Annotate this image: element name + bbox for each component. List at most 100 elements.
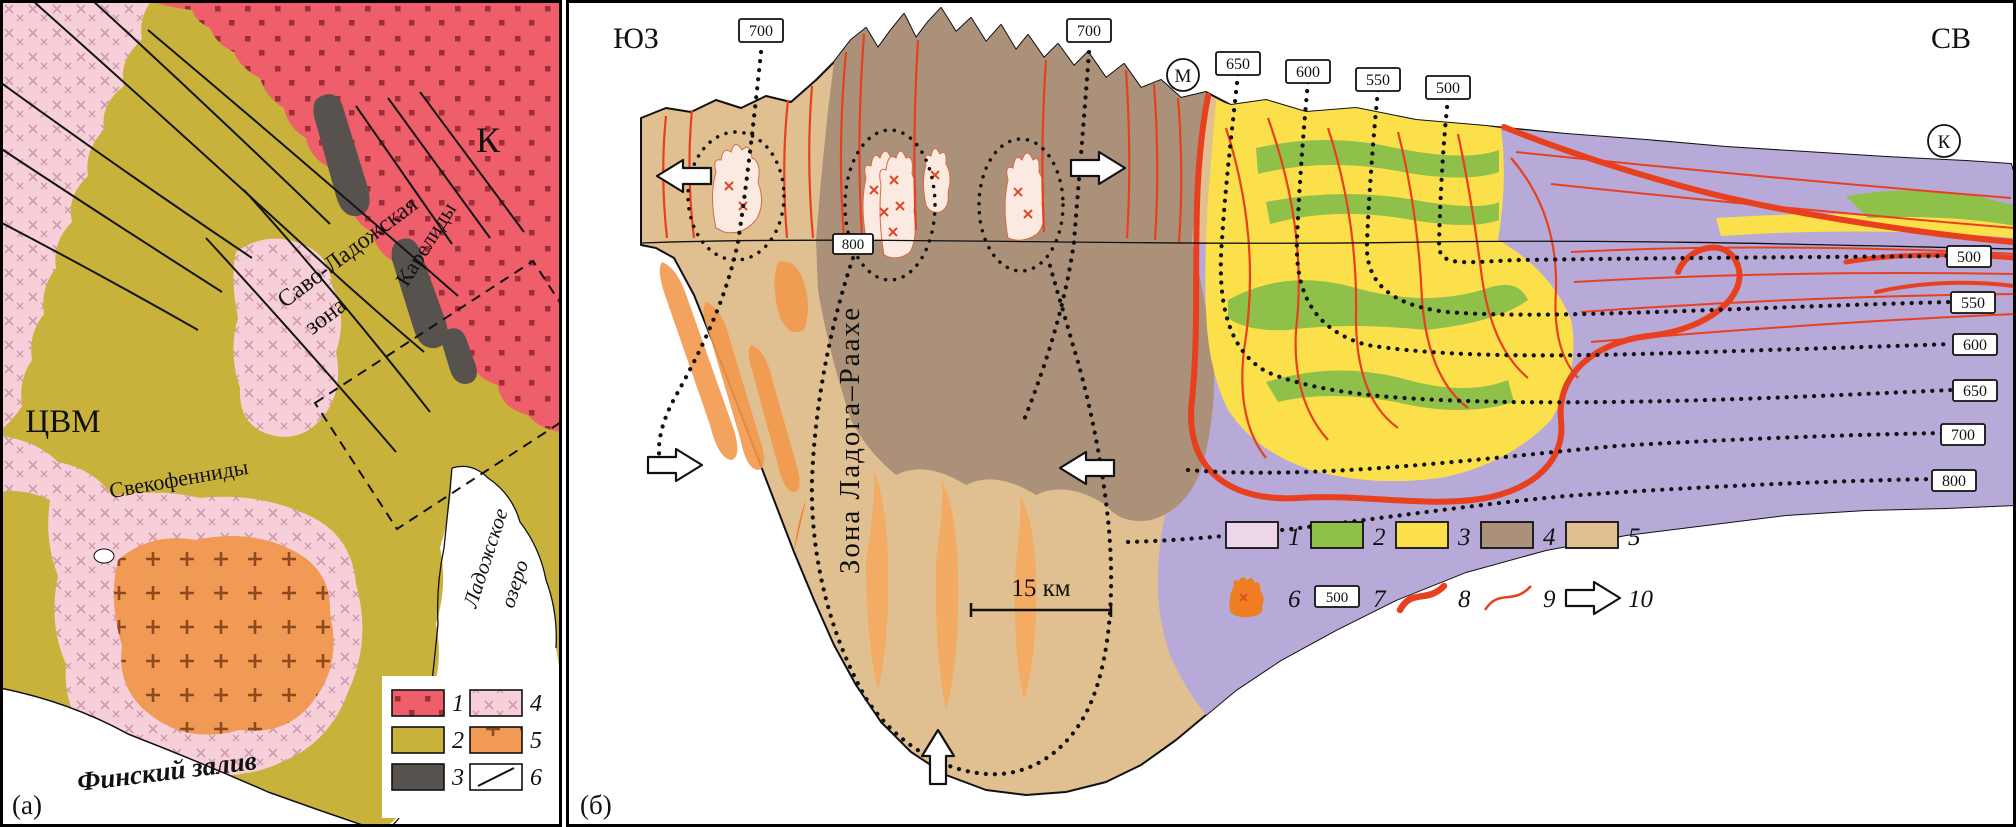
gulf-of-finland: [0, 688, 368, 827]
legend-b-diapir-cross: [1239, 593, 1248, 602]
gray-belt: [313, 94, 477, 384]
orange-inner-streaks: [866, 470, 1037, 710]
zone-label-group: 800 Зона Ладога–Раахе: [832, 233, 874, 574]
isotherm-right-5: 800: [1942, 473, 1966, 490]
diapir-outline-2: [843, 128, 937, 282]
arrow-up-zone: [920, 728, 956, 786]
isotherm-700-sw: [656, 49, 764, 465]
legend-b-num-6: 6: [1288, 586, 1301, 613]
isotherm-700-ne: [1185, 430, 1947, 475]
legend-a-num-2: 2: [452, 728, 464, 754]
section-trace-box: [313, 259, 562, 531]
compass-labels: ЮЗ СВ: [613, 22, 1971, 55]
isotherm-right-0: 500: [1957, 249, 1981, 266]
point-k: К: [1938, 132, 1951, 153]
legend-b-num-7: 7: [1373, 586, 1387, 613]
panel-b-tag: (б): [580, 790, 612, 820]
legend-a-swatch-1: [391, 689, 445, 717]
legend-b-arrow-sample: [1564, 580, 1622, 616]
pink-massif-nw: [0, 0, 152, 430]
zone-label: Зона Ладога–Раахе: [834, 306, 866, 574]
label-ne: СВ: [1931, 22, 1971, 55]
legend-b-swatch-4: [1480, 521, 1534, 549]
isotherm-right-2: 600: [1963, 337, 1987, 354]
legend-a-num-3: 3: [451, 765, 464, 791]
legend-a: 1 2 3 4 5 6: [382, 676, 562, 818]
orange-streaks-left: [659, 261, 808, 492]
legend-a-num-4: 4: [530, 691, 542, 717]
map-a-svg: ЦВМ К Саво-Ладожская зона Карелиды Свеко…: [0, 0, 562, 827]
legend-a-num-6: 6: [530, 765, 542, 791]
isotherm-labels-right: 500 550 600 650 700 800: [1931, 245, 1998, 492]
orange-diapir-mass: [794, 500, 806, 552]
isotherm-500: [1436, 95, 1954, 265]
legend-b: 1 2 3 4 5 6 500 7 8 9 10: [1225, 521, 1654, 618]
legend-a-num-5: 5: [530, 728, 542, 754]
section-b-svg: ЮЗ СВ 700 700 650 600 550 500 500 550 60…: [566, 0, 2016, 827]
legend-b-thin-red-sample: [1483, 585, 1532, 611]
pink-blob-central: [233, 238, 342, 437]
legend-b-swatch-1: [1225, 521, 1279, 549]
diapir-outline-3: [977, 137, 1065, 273]
isotherm-650: [1218, 71, 1954, 405]
isotherm-right-3: 650: [1963, 383, 1987, 400]
legend-a-swatch-4: [469, 689, 523, 717]
isotherm-600: [1294, 79, 1954, 358]
isotherm-right-1: 550: [1961, 295, 1985, 312]
arrow-sw-out: [655, 158, 713, 194]
legend-b-num-2: 2: [1373, 524, 1386, 551]
legend-b-box-sample: [1314, 585, 1360, 608]
arrow-ne-out: [1069, 150, 1127, 186]
legend-a-swatch-2: [391, 726, 445, 754]
granite-cross-marks: [724, 170, 1033, 237]
legend-b-swatch-5: [1565, 521, 1619, 549]
legend-a-num-1: 1: [452, 691, 464, 717]
legend-b-num-1: 1: [1288, 524, 1301, 551]
granite-pluton-region: [113, 536, 334, 735]
legend-b-num-3: 3: [1457, 524, 1471, 551]
fault-lines: [0, 0, 525, 453]
isotherm-top-3: 600: [1296, 64, 1320, 81]
legend-a-swatch-5: [469, 726, 523, 754]
panel-a-tag: (а): [12, 790, 42, 820]
isotherm-right-4: 700: [1951, 427, 1975, 444]
point-m: М: [1175, 66, 1192, 87]
panel-b: ЮЗ СВ 700 700 650 600 550 500 500 550 60…: [566, 0, 2016, 827]
legend-b-num-5: 5: [1628, 524, 1641, 551]
label-cvm: ЦВМ: [25, 404, 100, 440]
panel-b-frame: [566, 0, 2016, 827]
panel-a: ЦВМ К Саво-Ладожская зона Карелиды Свеко…: [0, 0, 562, 827]
legend-b-num-10: 10: [1628, 586, 1654, 613]
legend-b-num-8: 8: [1458, 586, 1471, 613]
isotherm-top-4: 550: [1366, 72, 1390, 89]
isotherm-top-2: 650: [1226, 56, 1250, 73]
isotherm-labels-top: 700 700 650 600 550 500: [738, 18, 1471, 100]
label-k-craton: К: [476, 120, 501, 160]
zone-temp: 800: [842, 237, 865, 253]
isotherm-550: [1364, 87, 1954, 317]
legend-b-num-4: 4: [1543, 524, 1556, 551]
legend-a-swatch-3: [391, 763, 445, 791]
isotherm-top-0: 700: [749, 23, 773, 40]
legend-b-num-9: 9: [1543, 586, 1556, 613]
legend-b-thick-red-sample: [1396, 582, 1448, 614]
legend-b-box-sample-value: 500: [1326, 590, 1349, 606]
gulf-coastline: [0, 687, 369, 827]
arrow-left-in: [646, 447, 704, 483]
scale-bar: 15 км: [969, 575, 1113, 617]
legend-b-swatch-2: [1310, 521, 1364, 549]
scale-label: 15 км: [1011, 575, 1070, 602]
arrow-right-in: [1058, 450, 1116, 486]
flow-arrows: [646, 150, 1127, 786]
legend-b-swatch-3: [1395, 521, 1449, 549]
isotherm-top-1: 700: [1077, 23, 1101, 40]
label-sw: ЮЗ: [613, 22, 659, 55]
small-lake: [93, 548, 115, 564]
legend-b-diapir-sample: [1229, 577, 1264, 618]
fault-line-sample: [477, 767, 515, 787]
point-markers: М К: [1166, 58, 1961, 158]
red-thick-lines: [1188, 93, 2016, 505]
panel-a-frame: [0, 0, 562, 827]
isotherm-top-5: 500: [1436, 80, 1460, 97]
